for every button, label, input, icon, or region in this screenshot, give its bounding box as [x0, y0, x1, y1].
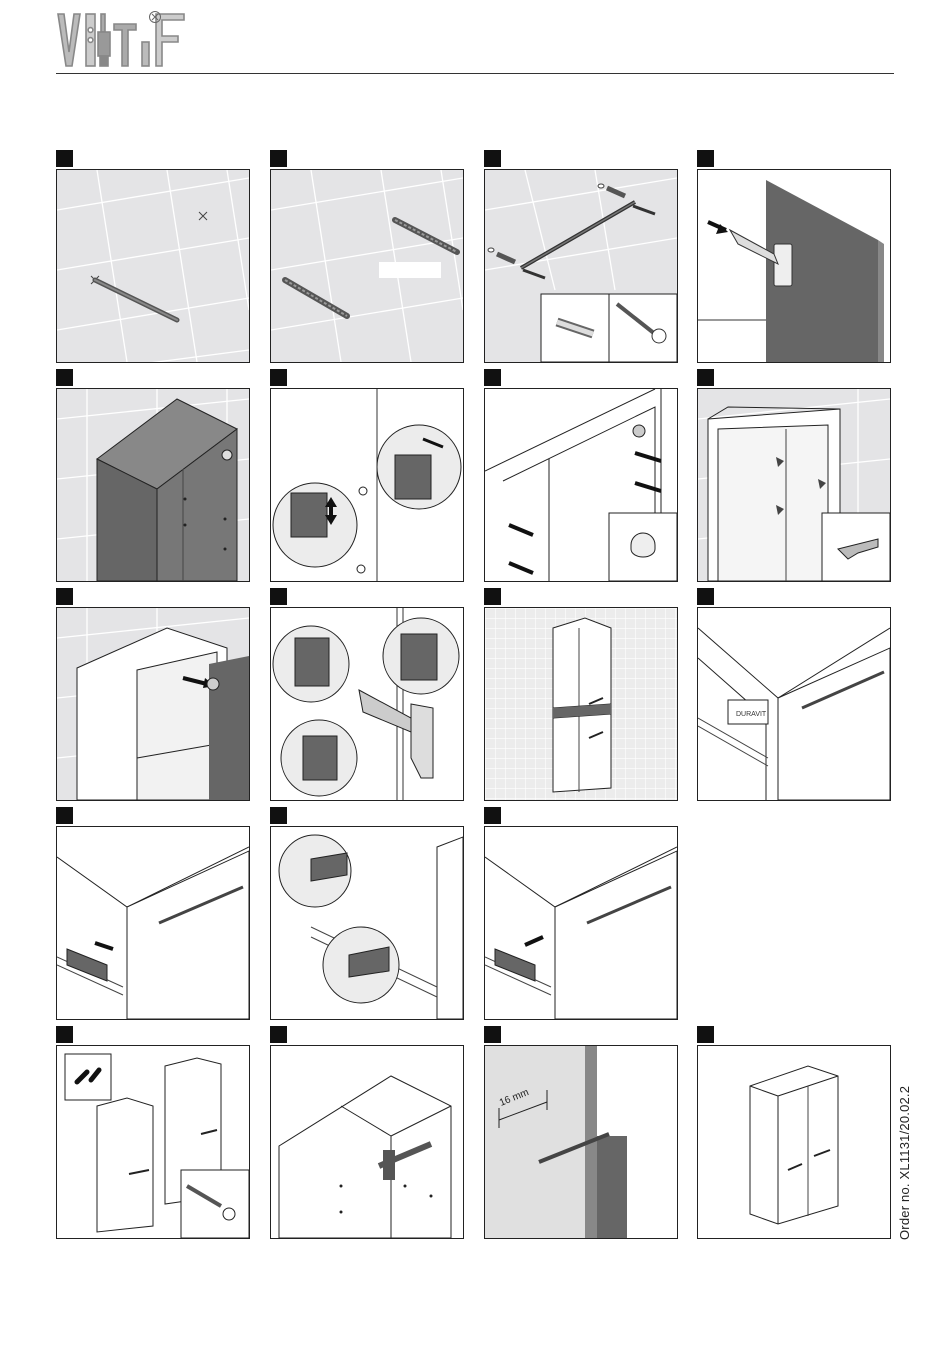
- step-16: [56, 1026, 250, 1239]
- step-illustration: [270, 388, 464, 582]
- step-illustration: [56, 388, 250, 582]
- step-17: [270, 1026, 464, 1239]
- step-number-badge: [697, 150, 714, 167]
- step-illustration: [270, 169, 464, 363]
- step-number-badge: [697, 1026, 714, 1043]
- step-illustration: [697, 388, 891, 582]
- step-5: [56, 369, 250, 582]
- step-number-badge: [484, 807, 501, 824]
- step-12: DURAVIT: [697, 588, 891, 801]
- step-illustration: [484, 169, 678, 363]
- step-illustration: [697, 169, 891, 363]
- step-15: [484, 807, 678, 1020]
- order-number: Order no. XL1131/20.02.2: [897, 1086, 912, 1240]
- step-2: [270, 150, 464, 363]
- step-number-badge: [56, 369, 73, 386]
- step-illustration: [484, 607, 678, 801]
- step-10: [270, 588, 464, 801]
- step-7: [484, 369, 678, 582]
- step-number-badge: [484, 1026, 501, 1043]
- step-illustration: 16 mm: [484, 1045, 678, 1239]
- step-9: [56, 588, 250, 801]
- step-number-badge: [270, 588, 287, 605]
- step-14: [270, 807, 464, 1020]
- page-header: [56, 8, 894, 74]
- step-13: [56, 807, 250, 1020]
- step-number-badge: [270, 369, 287, 386]
- drawer-brand-label: DURAVIT: [736, 711, 767, 718]
- step-number-badge: [484, 150, 501, 167]
- step-illustration: DURAVIT: [697, 607, 891, 801]
- step-8: [697, 369, 891, 582]
- step-11: [484, 588, 678, 801]
- step-number-badge: [697, 369, 714, 386]
- step-number-badge: [56, 150, 73, 167]
- step-illustration: [697, 1045, 891, 1239]
- step-number-badge: [484, 369, 501, 386]
- step-19: [697, 1026, 891, 1239]
- step-illustration: [270, 607, 464, 801]
- step-illustration: [56, 1045, 250, 1239]
- step-number-badge: [270, 807, 287, 824]
- step-number-badge: [56, 807, 73, 824]
- brand-logo: [56, 8, 196, 70]
- step-1: [56, 150, 250, 363]
- header-divider: [56, 73, 894, 74]
- step-number-badge: [56, 1026, 73, 1043]
- step-4: [697, 150, 891, 363]
- step-number-badge: [270, 150, 287, 167]
- step-illustration: [484, 388, 678, 582]
- step-illustration: [484, 826, 678, 1020]
- step-illustration: [56, 169, 250, 363]
- step-number-badge: [270, 1026, 287, 1043]
- step-illustration: [56, 607, 250, 801]
- step-18: 16 mm: [484, 1026, 678, 1239]
- step-number-badge: [697, 588, 714, 605]
- step-number-badge: [484, 588, 501, 605]
- step-illustration: [270, 826, 464, 1020]
- step-3: [484, 150, 678, 363]
- step-illustration: [56, 826, 250, 1020]
- step-illustration: [270, 1045, 464, 1239]
- step-6: [270, 369, 464, 582]
- step-number-badge: [56, 588, 73, 605]
